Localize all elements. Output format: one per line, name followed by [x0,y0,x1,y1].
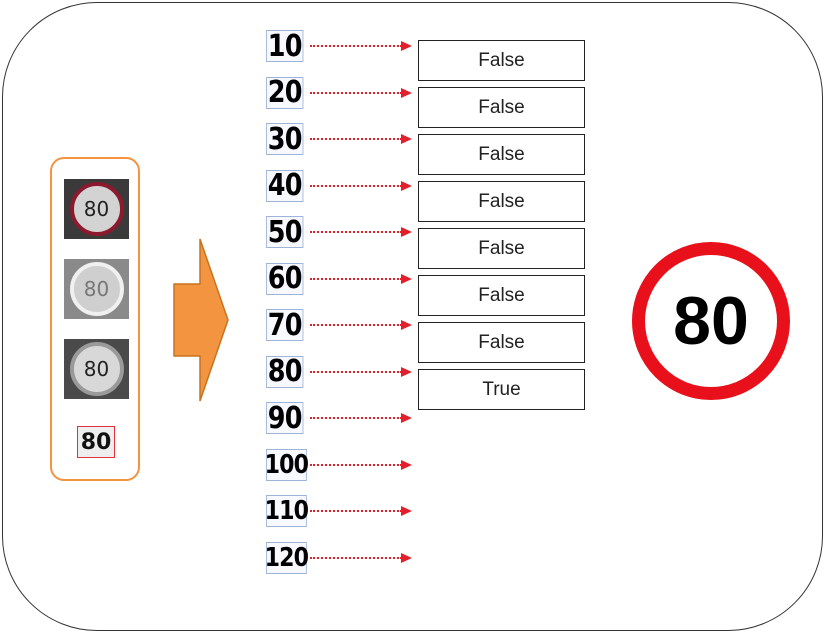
pointer-line [310,231,402,233]
candidate-value: 10 [266,30,303,62]
match-result-box: False [418,87,585,128]
candidate-value: 90 [266,402,303,434]
right-arrow-icon [172,237,230,403]
arrowhead-icon [401,274,412,284]
arrowhead-icon [401,134,412,144]
arrowhead-icon [401,181,412,191]
pointer-line [310,185,402,187]
candidate-value: 60 [266,263,303,295]
match-result-box: False [418,134,585,175]
match-result-box: False [418,40,585,81]
input-panel: 80 80 80 80 [50,157,140,481]
pointer-line [310,371,402,373]
arrowhead-icon [401,506,412,516]
sign-thumbnail-label: 80 [70,182,124,236]
candidate-value: 40 [266,170,303,202]
pointer-line [310,464,402,466]
pointer-line [310,92,402,94]
arrowhead-icon [401,460,412,470]
candidate-value: 30 [266,123,303,155]
pointer-line [310,278,402,280]
arrowhead-icon [401,413,412,423]
sign-thumbnail-label: 80 [70,262,124,316]
candidate-value: 110 [266,495,307,527]
pointer-line [310,510,402,512]
sign-thumbnail-label: 80 [70,342,124,396]
candidate-value: 80 [266,356,303,388]
arrowhead-icon [401,41,412,51]
sign-thumbnail: 80 [64,179,129,239]
candidate-value: 20 [266,77,303,109]
sign-thumbnail: 80 [64,339,129,399]
pointer-line [310,417,402,419]
candidate-value: 70 [266,309,303,341]
pointer-line [310,45,402,47]
sign-thumbnail: 80 [64,259,129,319]
match-result-box: False [418,322,585,363]
arrowhead-icon [401,553,412,563]
match-result-box: True [418,369,585,410]
arrowhead-icon [401,367,412,377]
arrowhead-icon [401,227,412,237]
pointer-line [310,557,402,559]
arrowhead-icon [401,88,412,98]
match-result-box: False [418,228,585,269]
candidate-value: 100 [266,449,307,481]
pointer-line [310,138,402,140]
cropped-digits: 80 [77,426,115,458]
match-result-box: False [418,181,585,222]
match-result-box: False [418,275,585,316]
pointer-line [310,324,402,326]
arrowhead-icon [401,320,412,330]
recognized-speed-sign: 80 [632,242,790,400]
candidate-value: 120 [266,542,307,574]
candidate-value: 50 [266,216,303,248]
